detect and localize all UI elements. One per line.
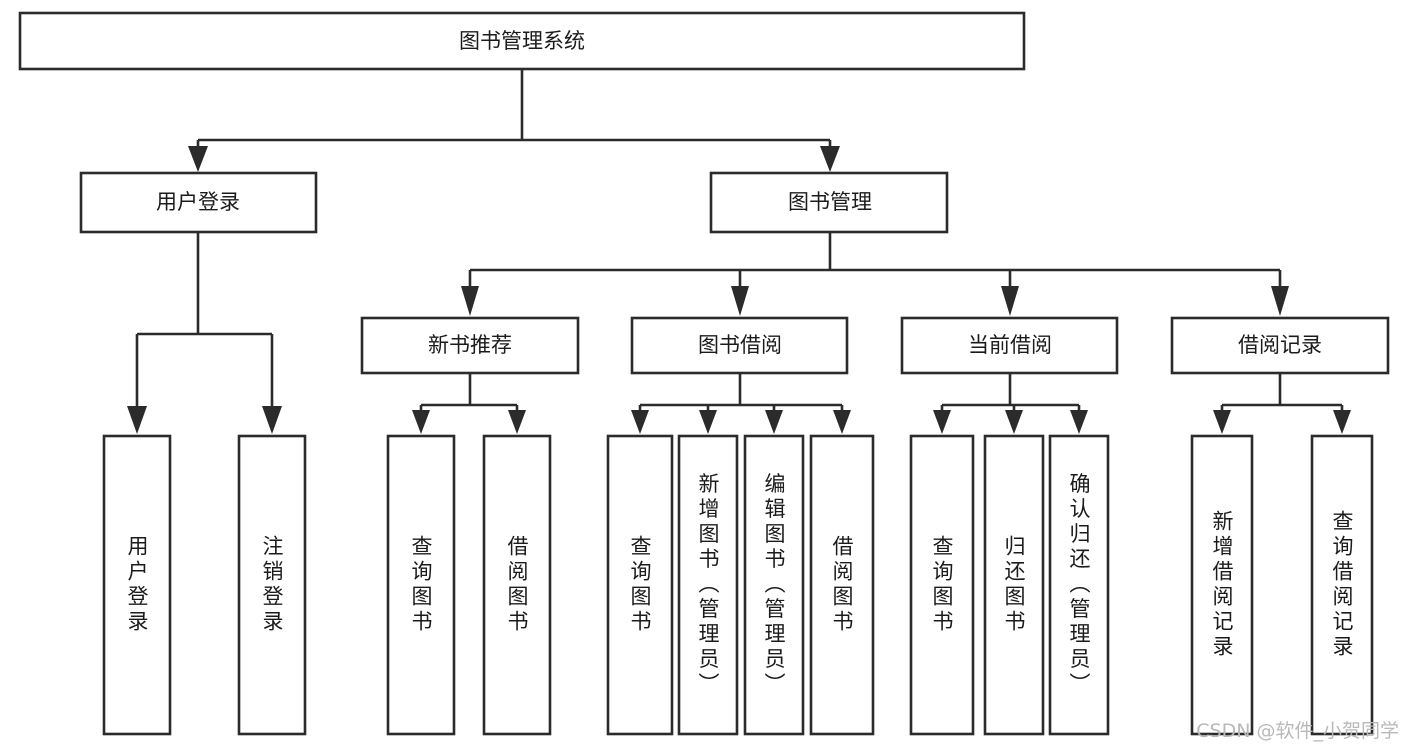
leaf-return-book[interactable]: 归还图书 [983,434,1045,736]
arrow-head-book-borrow [731,286,749,316]
node-user-login-box[interactable] [79,171,318,234]
arrow-head-new-book-recommend [461,286,479,316]
leaf-confirm-return-admin-label: 确认归还（管理员） [1067,473,1091,698]
node-book-management-label: 图书管理 [788,190,872,214]
leaf-edit-book-admin-label: 编辑图书（管理员） [762,473,786,698]
leaf-edit-book-admin-box[interactable] [743,434,805,736]
arrow-head-user-login [188,146,208,172]
node-new-book-recommend[interactable]: 新书推荐 [360,316,580,375]
leaf-user-login[interactable]: 用户登录 [102,434,172,736]
node-borrow-record-label: 借阅记录 [1238,333,1322,357]
leaf-query-book-current[interactable]: 查询图书 [909,434,975,736]
node-current-borrow-label: 当前借阅 [968,333,1052,357]
arrow-head-leaf-borrow-book [833,410,851,434]
leaf-query-borrow-record[interactable]: 查询借阅记录 [1310,434,1374,736]
leaf-add-book-admin-box[interactable] [677,434,739,736]
leaf-add-borrow-record-label: 新增借阅记录 [1210,510,1234,660]
leaf-query-borrow-record-label: 查询借阅记录 [1330,510,1354,660]
node-root[interactable]: 图书管理系统 [18,11,1026,71]
leaf-logout-box[interactable] [237,434,307,736]
leaf-edit-book-admin[interactable]: 编辑图书（管理员） [743,434,805,736]
arrow-head-leaf-add-borrow-record [1213,410,1231,434]
node-root-box[interactable] [18,11,1026,71]
leaf-query-book-recommend[interactable]: 查询图书 [386,434,456,736]
arrow-head-leaf-query-book-recommend [412,410,430,434]
arrow-head-leaf-logout [262,406,282,434]
node-book-borrow[interactable]: 图书借阅 [630,316,849,375]
leaf-borrow-book-recommend-box[interactable] [482,434,552,736]
node-borrow-record-box[interactable] [1170,316,1390,375]
leaf-borrow-book-label: 借阅图书 [830,535,854,635]
leaf-confirm-return-admin[interactable]: 确认归还（管理员） [1048,434,1110,736]
leaf-user-login-label: 用户登录 [125,535,149,635]
arrow-head-leaf-return-book [1005,410,1023,434]
node-book-management-box[interactable] [709,171,949,234]
leaf-borrow-book-box[interactable] [809,434,875,736]
node-user-login-label: 用户登录 [156,190,240,214]
leaf-confirm-return-admin-box[interactable] [1048,434,1110,736]
node-book-management[interactable]: 图书管理 [709,171,949,234]
connector-layer [127,69,1351,434]
arrow-head-current-borrow [1001,286,1019,316]
leaf-logout-label: 注销登录 [260,535,284,635]
arrow-head-leaf-add-book-admin [699,410,717,434]
leaf-borrow-book[interactable]: 借阅图书 [809,434,875,736]
leaf-logout[interactable]: 注销登录 [237,434,307,736]
leaf-query-book-recommend-box[interactable] [386,434,456,736]
node-current-borrow-box[interactable] [900,316,1119,375]
leaf-add-borrow-record-box[interactable] [1190,434,1254,736]
leaf-query-book-borrow-box[interactable] [606,434,674,736]
arrow-head-book-management [820,146,840,172]
leaf-query-borrow-record-box[interactable] [1310,434,1374,736]
arrow-head-borrow-record [1271,286,1289,316]
node-borrow-record[interactable]: 借阅记录 [1170,316,1390,375]
node-root-label: 图书管理系统 [459,29,585,53]
arrow-head-leaf-confirm-return-admin [1070,410,1088,434]
leaf-user-login-box[interactable] [102,434,172,736]
leaf-borrow-book-recommend[interactable]: 借阅图书 [482,434,552,736]
node-new-book-recommend-box[interactable] [360,316,580,375]
leaf-return-book-label: 归还图书 [1002,535,1026,635]
node-book-borrow-label: 图书借阅 [698,333,782,357]
arrow-head-leaf-query-book-current [933,410,951,434]
arrow-head-leaf-user-login [127,406,147,434]
arrow-head-leaf-borrow-book-recommend [508,410,526,434]
leaf-borrow-book-recommend-label: 借阅图书 [505,535,529,635]
leaf-query-book-borrow-label: 查询图书 [628,535,652,635]
node-current-borrow[interactable]: 当前借阅 [900,316,1119,375]
leaf-query-book-current-label: 查询图书 [930,535,954,635]
leaf-add-book-admin-label: 新增图书（管理员） [696,473,720,698]
node-book-borrow-box[interactable] [630,316,849,375]
leaf-query-book-current-box[interactable] [909,434,975,736]
leaf-return-book-box[interactable] [983,434,1045,736]
node-user-login[interactable]: 用户登录 [79,171,318,234]
arrow-head-leaf-query-borrow-record [1333,410,1351,434]
arrow-head-leaf-query-book-borrow [631,410,649,434]
leaf-query-book-borrow[interactable]: 查询图书 [606,434,674,736]
leaf-add-book-admin[interactable]: 新增图书（管理员） [677,434,739,736]
leaf-query-book-recommend-label: 查询图书 [409,535,433,635]
leaf-add-borrow-record[interactable]: 新增借阅记录 [1190,434,1254,736]
node-new-book-recommend-label: 新书推荐 [428,333,512,357]
arrow-head-leaf-edit-book-admin [765,410,783,434]
